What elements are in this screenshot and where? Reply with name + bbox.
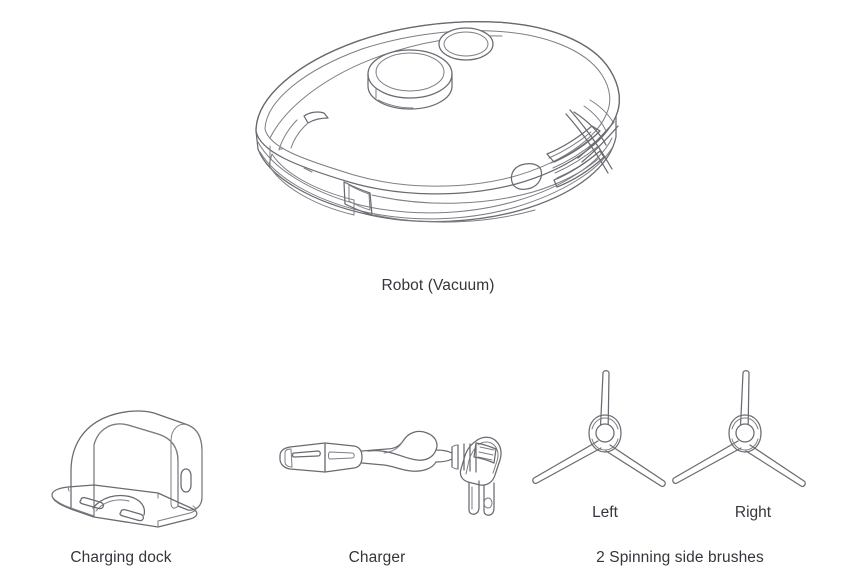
side-brush-arm-icon [565, 109, 619, 174]
caption-side-brushes: 2 Spinning side brushes [596, 549, 764, 566]
indicator-slot-icon [180, 468, 192, 493]
lidar-turret-icon [367, 49, 453, 110]
caption-charging-dock: Charging dock [70, 549, 172, 566]
charging-contact-strip-left-icon [79, 496, 104, 510]
charging-dock-icon [51, 410, 203, 528]
robot-vacuum-icon [255, 21, 620, 223]
side-brush-right-illustration [668, 365, 823, 495]
front-bumper-port-icon [343, 181, 373, 216]
side-sensor-window-icon [510, 163, 543, 190]
side-brush-icon [672, 370, 806, 488]
charger-cable-icon [279, 430, 502, 516]
charging-dock-illustration [38, 405, 218, 535]
wall-plug-icon [459, 436, 502, 486]
robot-vacuum-illustration [248, 2, 628, 252]
caption-brush-left: Left [592, 504, 618, 521]
side-vent-slats-icon [546, 125, 605, 188]
charger-illustration [272, 425, 502, 520]
charging-contact-strip-right-icon [119, 508, 144, 522]
side-brush-icon [532, 370, 666, 488]
side-brush-left-illustration [528, 365, 683, 495]
figure-eight-connector-icon [279, 442, 363, 473]
caption-robot: Robot (Vacuum) [381, 277, 495, 294]
top-sensor-circle-icon [438, 27, 494, 61]
caption-charger: Charger [348, 549, 406, 566]
caption-brush-right: Right [734, 504, 772, 521]
cable-icon [361, 430, 453, 472]
plug-prongs-icon [468, 480, 495, 516]
